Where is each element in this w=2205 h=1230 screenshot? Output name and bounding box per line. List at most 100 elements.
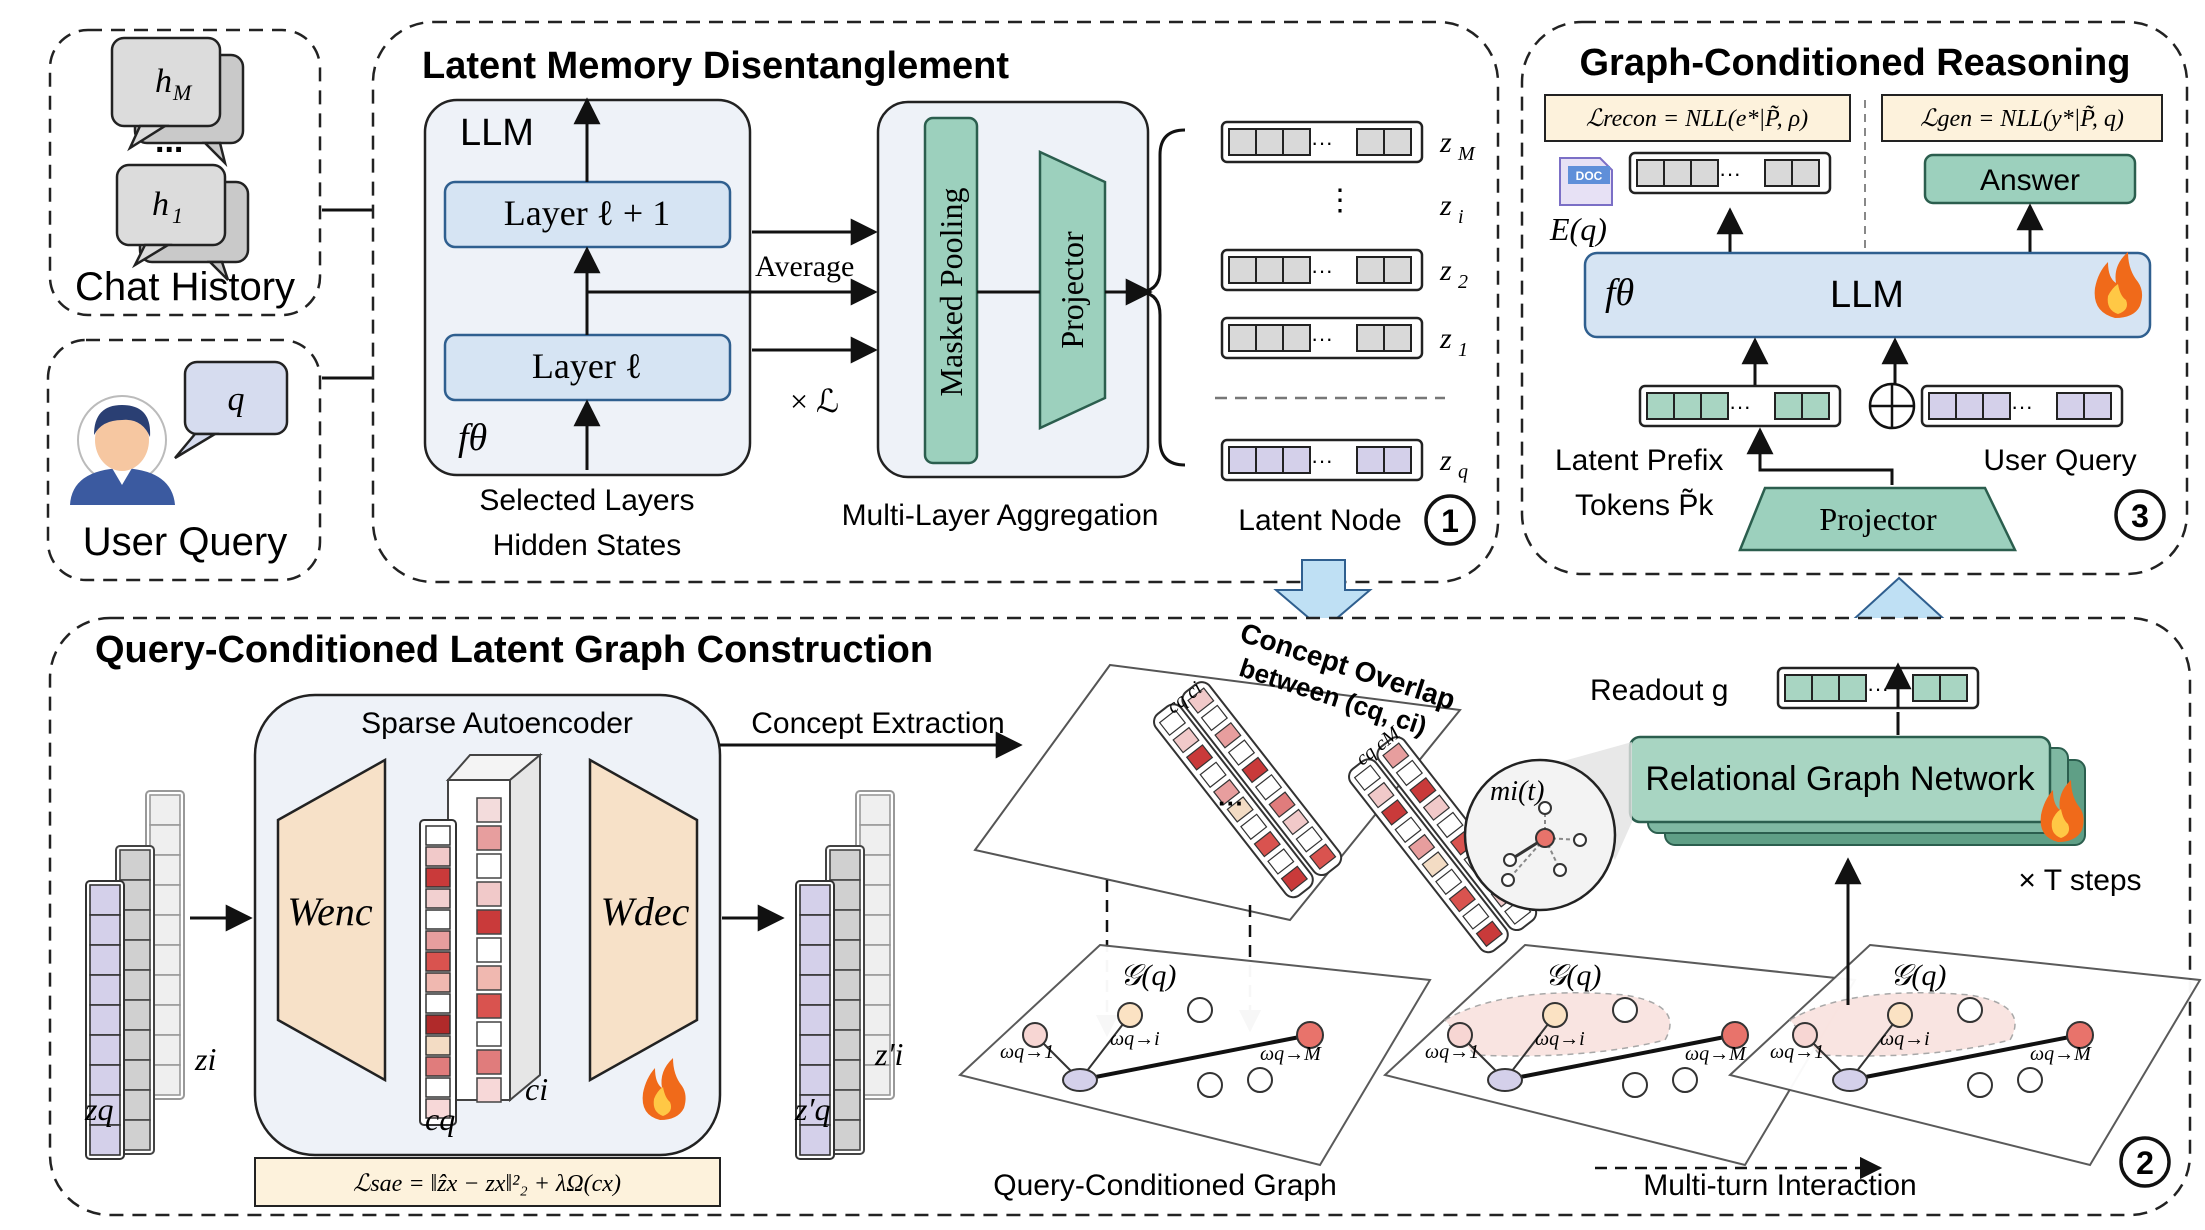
latent-node-0: ··· <box>1220 120 1424 164</box>
reasoning-f-theta: fθ <box>1605 272 1634 314</box>
node-sub-0: M <box>1457 143 1476 165</box>
svg-text:···: ··· <box>1311 448 1333 473</box>
svg-text:···: ··· <box>1719 161 1741 186</box>
fire-icon <box>2094 252 2143 318</box>
selected-layers-label: Selected Layers <box>479 484 694 517</box>
reasoning-llm-box <box>1583 251 2152 339</box>
chat-history-panel: h M ... h 1 Chat History <box>48 28 322 317</box>
vec-mid <box>115 845 155 1155</box>
masked-pooling-label: Masked Pooling <box>933 188 969 397</box>
cq-vector <box>419 819 457 1126</box>
readout-token-row: ··· <box>1776 666 1980 710</box>
node-sub-1: i <box>1458 206 1464 228</box>
graph-planes: 𝒢(q)ωq→1ωq→iωq→M𝒢(q)ωq→1ωq→iωq→M𝒢(q)ωq→1… <box>957 943 2202 1167</box>
reasoning-projector-label: Projector <box>1819 501 1937 537</box>
graph-plane-2-wi: ωq→i <box>1535 1028 1585 1050</box>
multi-turn-label: Multi-turn Interaction <box>1643 1169 1916 1202</box>
sae-label: Sparse Autoencoder <box>361 707 633 740</box>
node-sub-4: q <box>1458 461 1468 483</box>
graph-plane-3-wm: ωq→M <box>2030 1043 2092 1065</box>
sae-fire-icon <box>642 1058 686 1120</box>
average-label: Average <box>755 250 854 283</box>
chat-bubble-h1-icon: h 1 <box>115 163 250 281</box>
svg-text:···: ··· <box>2011 394 2033 419</box>
svg-text:···: ··· <box>1729 394 1751 419</box>
badge-2 <box>2119 1136 2171 1188</box>
times-l-label: × ℒ <box>790 383 839 419</box>
memory-panel: Latent Memory Disentanglement LLM Layer … <box>371 20 1500 584</box>
loss-recon-label: ℒrecon = NLL(e*|P̃, ρ) <box>1586 105 1808 132</box>
badge-3 <box>2114 489 2166 541</box>
answer-label: Answer <box>1980 164 2080 197</box>
graph-plane-1-w1: ωq→1 <box>1000 1041 1054 1063</box>
badge-1-label: 1 <box>1441 503 1459 539</box>
query-token: ··· <box>1920 384 2124 428</box>
graph-panel: Query-Conditioned Latent Graph Construct… <box>48 616 2202 1217</box>
message-graph-icon <box>1501 801 1587 887</box>
eq-label: E(q) <box>1549 211 1607 247</box>
ci-label: ci <box>525 1071 548 1107</box>
cq-label: cq <box>425 1101 455 1137</box>
user-query-panel: q User Query <box>46 338 322 582</box>
loss-gen-box <box>1881 94 2163 142</box>
sparse-codes <box>419 752 543 1126</box>
hidden-states-label: Hidden States <box>493 529 681 562</box>
zq-label: zq <box>84 1091 113 1127</box>
prefix-token: ··· <box>1638 384 1842 428</box>
hm-sub: M <box>172 80 193 105</box>
latent-prefix-label-2: Tokens P̃k <box>1575 489 1714 522</box>
latent-node-2: ··· <box>1220 248 1424 292</box>
node-sub-2: 2 <box>1458 271 1468 293</box>
node-sub-3: 1 <box>1458 339 1468 361</box>
loss-gen-label: ℒgen = NLL(y*|P̃, q) <box>1920 105 2124 132</box>
zq-prime-label: z′q <box>794 1091 830 1127</box>
memory-title: Latent Memory Disentanglement <box>422 45 1009 87</box>
badge-2-label: 2 <box>2136 1145 2154 1181</box>
projector-shape <box>1038 150 1107 430</box>
readout-label: Readout g <box>1590 674 1728 707</box>
reasoning-panel: Graph-Conditioned Reasoning ℒrecon = NLL… <box>1520 20 2189 576</box>
svg-text:···: ··· <box>1867 676 1889 701</box>
node-label-1: z <box>1439 189 1452 222</box>
decoder-shape <box>588 757 699 1083</box>
svg-text:···: ··· <box>1311 326 1333 351</box>
reasoning-llm-label: LLM <box>1830 274 1904 316</box>
rgn-label: Relational Graph Network <box>1645 760 2035 798</box>
user-query-label: User Query <box>83 520 288 564</box>
rgn-fire-icon <box>2040 780 2084 842</box>
layer-next-label: Layer ℓ + 1 <box>504 193 670 233</box>
w-dec-label: Wdec <box>601 889 690 934</box>
overlap-pair-1 <box>1153 681 1343 899</box>
h1-label: h <box>152 186 169 223</box>
graph-title: Query-Conditioned Latent Graph Construct… <box>95 629 933 671</box>
llm-label: LLM <box>460 112 534 154</box>
hm-label: h <box>155 63 172 100</box>
graph-plane-3-label: 𝒢(q) <box>1890 959 1946 992</box>
svg-text:···: ··· <box>1311 258 1333 283</box>
graph-plane-1-label: 𝒢(q) <box>1120 959 1176 992</box>
readout-token: ··· <box>1776 666 1980 710</box>
zi-prime-label: z′i <box>874 1036 903 1072</box>
recon-token: ··· <box>1628 151 1832 195</box>
node-label-4: z <box>1439 444 1452 477</box>
loss-sae-box <box>254 1157 721 1207</box>
concept-extraction-label: Concept Extraction <box>751 707 1004 740</box>
chat-bubble-hm-icon: h M <box>110 36 245 168</box>
aggregation-box <box>876 100 1150 479</box>
node-label-0: z <box>1439 126 1452 159</box>
doc-label: DOC <box>1576 169 1603 183</box>
user-query-label-2: User Query <box>1983 444 2136 477</box>
chat-ellipsis: ... <box>155 122 183 160</box>
recon-token-row: ··· <box>1628 151 1832 195</box>
multi-layer-label: Multi-Layer Aggregation <box>842 499 1159 532</box>
latent-node-4: ··· <box>1220 438 1424 482</box>
reasoning-projector-shape <box>1738 486 2017 552</box>
node-brace <box>1137 128 1186 467</box>
projector-label: Projector <box>1054 231 1090 349</box>
vec-front <box>85 880 125 1160</box>
qc-graph-label: Query-Conditioned Graph <box>993 1169 1337 1202</box>
doc-icon: DOC <box>1559 157 1613 206</box>
q-label: q <box>228 381 245 418</box>
